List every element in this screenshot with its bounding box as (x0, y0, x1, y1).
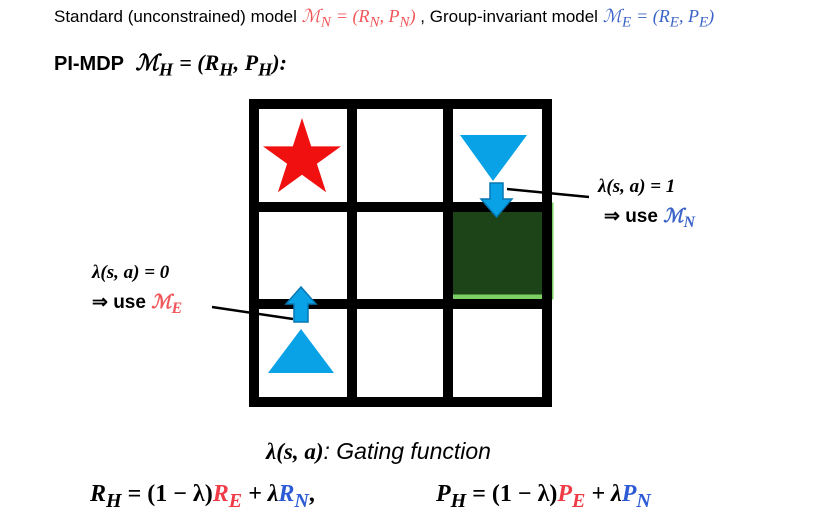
agent-triangle-down-icon (460, 135, 527, 181)
arrow-up-icon (284, 285, 318, 323)
arrow-down-icon (479, 182, 514, 219)
use-prefix: ⇒ use (604, 206, 658, 227)
invariant-model-formula: ℳE = (RE, PE) (602, 6, 715, 31)
header-line: Standard (unconstrained) model ℳN = (RN,… (54, 6, 714, 32)
invariant-model-label: Group-invariant model (429, 7, 598, 26)
star-icon (263, 118, 341, 193)
reward-equation: RH = (1 − λ)RE + λRN, (90, 481, 315, 512)
pimdp-label: PI-MDP (54, 53, 124, 75)
standard-model-formula: ℳN = (RN, PN) (301, 6, 416, 31)
use-prefix: ⇒ use (92, 292, 146, 313)
goal-cell (443, 202, 554, 300)
grid-border (249, 99, 552, 407)
lambda-one-label: λ(s, a) = 1 (598, 176, 676, 197)
pimdp-title: PI-MDP ℳH = (RH, PH): (54, 50, 287, 80)
gating-text: : Gating function (323, 438, 491, 464)
use-invariant-model-label: ⇒ use ℳE (92, 291, 182, 318)
model-e-symbol: ℳE (151, 291, 183, 317)
gating-symbol: λ(s, a) (266, 439, 324, 464)
model-n-symbol: ℳN (663, 205, 695, 231)
agent-triangle-up-icon (268, 329, 334, 373)
leader-line-left (211, 305, 294, 321)
standard-model-label: Standard (unconstrained) model (54, 7, 297, 26)
use-standard-model-label: ⇒ use ℳN (604, 205, 695, 232)
transition-equation: PH = (1 − λ)PE + λPN (436, 481, 651, 512)
header-separator: , (420, 7, 426, 26)
pimdp-formula: ℳH = (RH, PH): (135, 50, 287, 80)
leader-line-right (506, 187, 590, 199)
gating-function-caption: λ(s, a): Gating function (266, 438, 491, 465)
lambda-zero-label: λ(s, a) = 0 (92, 262, 170, 283)
